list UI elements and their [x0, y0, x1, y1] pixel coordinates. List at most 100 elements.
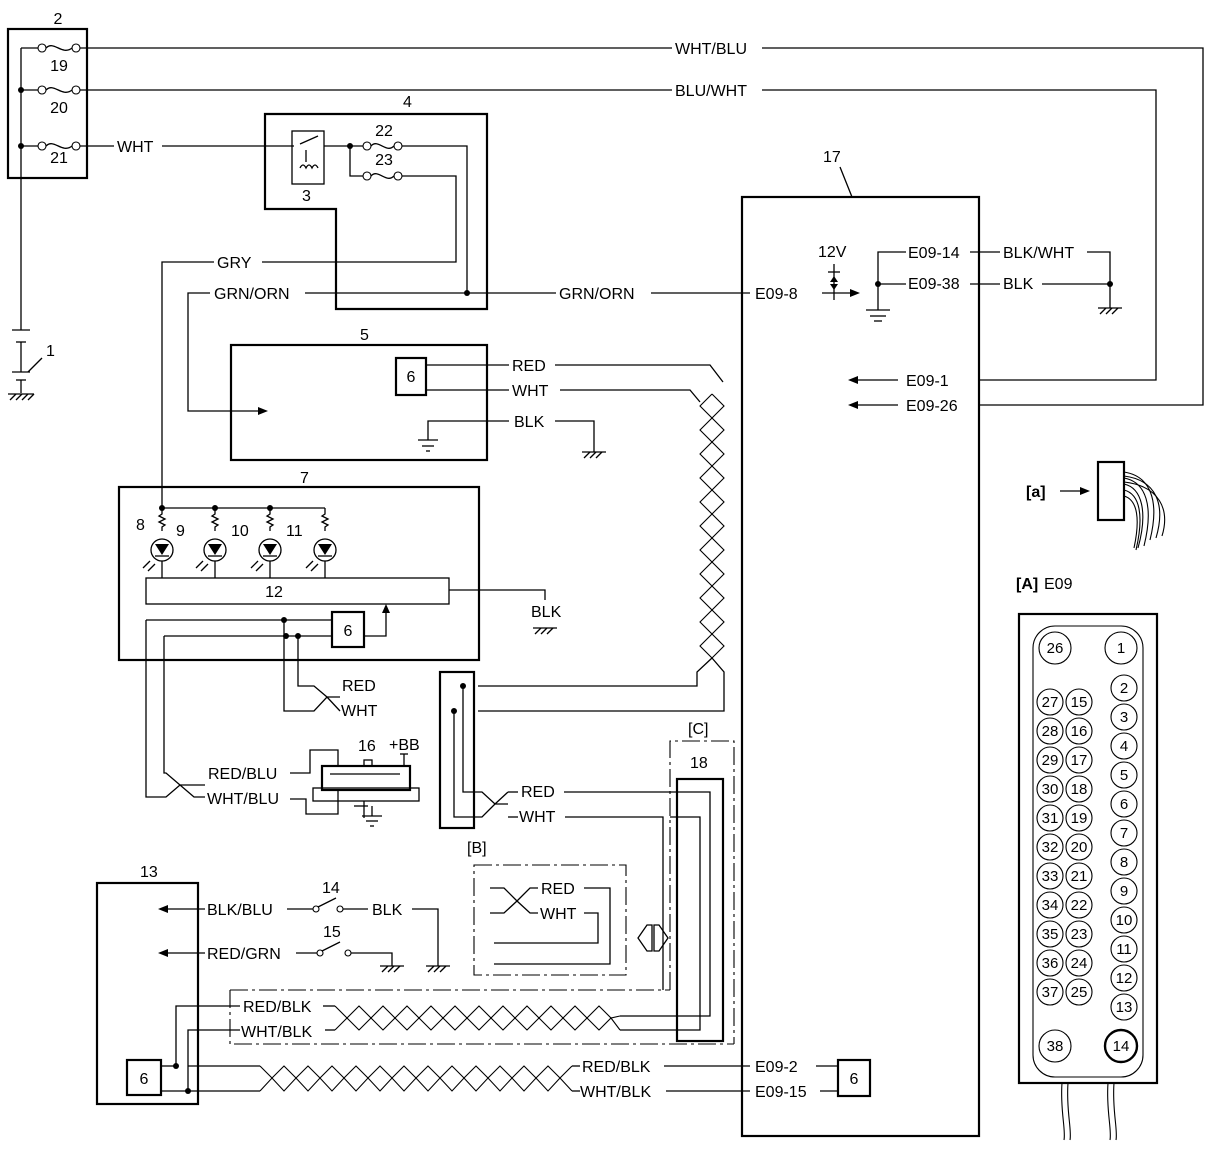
wire-label-wht: WHT: [117, 139, 154, 156]
connector-pin: 2: [1110, 674, 1138, 702]
fuse-22: 22: [362, 123, 403, 151]
svg-text:21: 21: [50, 150, 68, 167]
svg-text:13: 13: [140, 864, 158, 881]
connector-view-a: [a]: [1026, 460, 1166, 551]
svg-text:18: 18: [690, 755, 708, 772]
wire-label-blk-7: BLK: [531, 604, 562, 621]
inline-connector: RED WHT: [438, 670, 670, 990]
terminal-e09-2: E09-2: [755, 1059, 798, 1076]
connector-pin-label: 15: [1071, 694, 1088, 711]
wire-label-red-7: RED: [342, 678, 376, 695]
svg-text:6: 6: [140, 1071, 149, 1088]
dlc-connector-16: 16 +BB: [312, 737, 420, 827]
dlc-16-wiring: RED/BLU WHT/BLU 16 +BB: [145, 620, 420, 827]
connector-pin: 21: [1065, 862, 1093, 890]
svg-text:15: 15: [323, 924, 341, 941]
connector-pin: 16: [1065, 717, 1093, 745]
connector-pin: 6: [1110, 790, 1138, 818]
connector-pin-label: 38: [1047, 1038, 1064, 1055]
svg-text:19: 19: [50, 58, 68, 75]
led-9: 9: [176, 508, 227, 578]
svg-text:23: 23: [375, 152, 393, 169]
terminal-e09-14: E09-14: [908, 245, 960, 262]
svg-text:9: 9: [176, 523, 185, 540]
connector-pin: 15: [1065, 688, 1093, 716]
label-a-big: [A]: [1016, 576, 1038, 593]
svg-text:3: 3: [302, 188, 311, 205]
connector-pin-label: 11: [1116, 941, 1132, 958]
connector-pin-label: 21: [1071, 868, 1088, 885]
connector-pin: 34: [1036, 891, 1064, 919]
connector-pin-label: 9: [1120, 883, 1128, 900]
connector-pin-label: 30: [1042, 781, 1059, 798]
connector-pin: 33: [1036, 862, 1064, 890]
wire-label-red-18: RED: [521, 784, 555, 801]
svg-text:22: 22: [375, 123, 393, 140]
connector-pin-label: 37: [1042, 984, 1059, 1001]
connector-pin-label: 22: [1071, 897, 1088, 914]
wire-label-wht-18: WHT: [519, 809, 556, 826]
led-10: 10: [231, 508, 282, 578]
wire-label-blk-wht: BLK/WHT: [1003, 245, 1074, 262]
connector-pin-label: 35: [1042, 926, 1059, 943]
terminal-e09-38: E09-38: [908, 276, 960, 293]
connector-pin: 17: [1065, 746, 1093, 774]
optional-c: [C] 18: [620, 721, 735, 1044]
svg-text:5: 5: [360, 327, 369, 344]
connector-pin-label: 33: [1042, 868, 1059, 885]
lower-harness: RED/BLK WHT/BLK RED/BLK WHT/BLK: [161, 989, 750, 1101]
top-wires: WHT/BLU BLU/WHT WHT: [80, 41, 1204, 406]
connector-pin: 29: [1036, 746, 1064, 774]
wire-label-grn-orn-right: GRN/ORN: [559, 286, 635, 303]
connector-pin: 35: [1036, 920, 1064, 948]
connector-pin-label: 34: [1042, 897, 1059, 914]
connector-pin-label: 17: [1071, 752, 1088, 769]
terminal-e09-1: E09-1: [906, 373, 949, 390]
connector-pin: 7: [1110, 819, 1138, 847]
connector-pin: 3: [1110, 703, 1138, 731]
svg-text:20: 20: [50, 100, 68, 117]
connector-pin: 5: [1110, 761, 1138, 789]
label-c: [C]: [688, 721, 708, 738]
fuse-21: 21: [37, 141, 81, 167]
wire-label-wht-b: WHT: [540, 906, 577, 923]
wire-label-red-5: RED: [512, 358, 546, 375]
wire-label-blk-14: BLK: [372, 902, 403, 919]
connector-pin: 1: [1104, 631, 1138, 665]
wire-label-blk-blu: BLK/BLU: [207, 902, 273, 919]
wire-label-red-b: RED: [541, 881, 575, 898]
svg-text:11: 11: [286, 523, 303, 540]
ecm-17: 17 E09-8 12V E09-14 E09-38 BLK/WHT BLK E…: [740, 149, 1122, 1138]
label-b: [B]: [467, 840, 487, 857]
battery-1: 1: [8, 329, 55, 401]
connector-pin-label: 31: [1042, 810, 1059, 827]
wire-label-gry: GRY: [217, 255, 252, 272]
switch-15: 15: [316, 924, 352, 957]
connector-pin-label: 23: [1071, 926, 1088, 943]
label-plus-bb: +BB: [389, 737, 420, 754]
svg-text:4: 4: [403, 94, 412, 111]
relay-3: 3: [291, 130, 325, 205]
terminal-e09-26: E09-26: [906, 398, 958, 415]
twisted-pair-vertical: RED WHT: [341, 393, 725, 720]
connector-pin: 22: [1065, 891, 1093, 919]
wire-label-wht-blu: WHT/BLU: [675, 41, 747, 58]
connector-pin-label: 24: [1071, 955, 1088, 972]
wire-label-red-blk-lower: RED/BLK: [582, 1059, 651, 1076]
module-5: 5 6 RED WHT BLK: [229, 327, 724, 462]
fuse-box-2: 2 19 20 21: [6, 11, 89, 330]
connector-pin-label: 3: [1120, 709, 1128, 726]
connector-pin: 11: [1110, 935, 1138, 963]
wire-label-wht-blu-16: WHT/BLU: [207, 791, 279, 808]
connector-pin: 28: [1036, 717, 1064, 745]
switch-14: 14: [312, 880, 344, 913]
label-a-conn: E09: [1044, 576, 1073, 593]
connector-pin-label: 7: [1120, 825, 1128, 842]
wire-label-wht-5: WHT: [512, 383, 549, 400]
connector-pin: 25: [1065, 978, 1093, 1006]
svg-text:16: 16: [358, 738, 376, 755]
fuse-20: 20: [37, 85, 81, 117]
connector-pin: 27: [1036, 688, 1064, 716]
fuse-19: 19: [37, 43, 81, 75]
connector-pin: 18: [1065, 775, 1093, 803]
